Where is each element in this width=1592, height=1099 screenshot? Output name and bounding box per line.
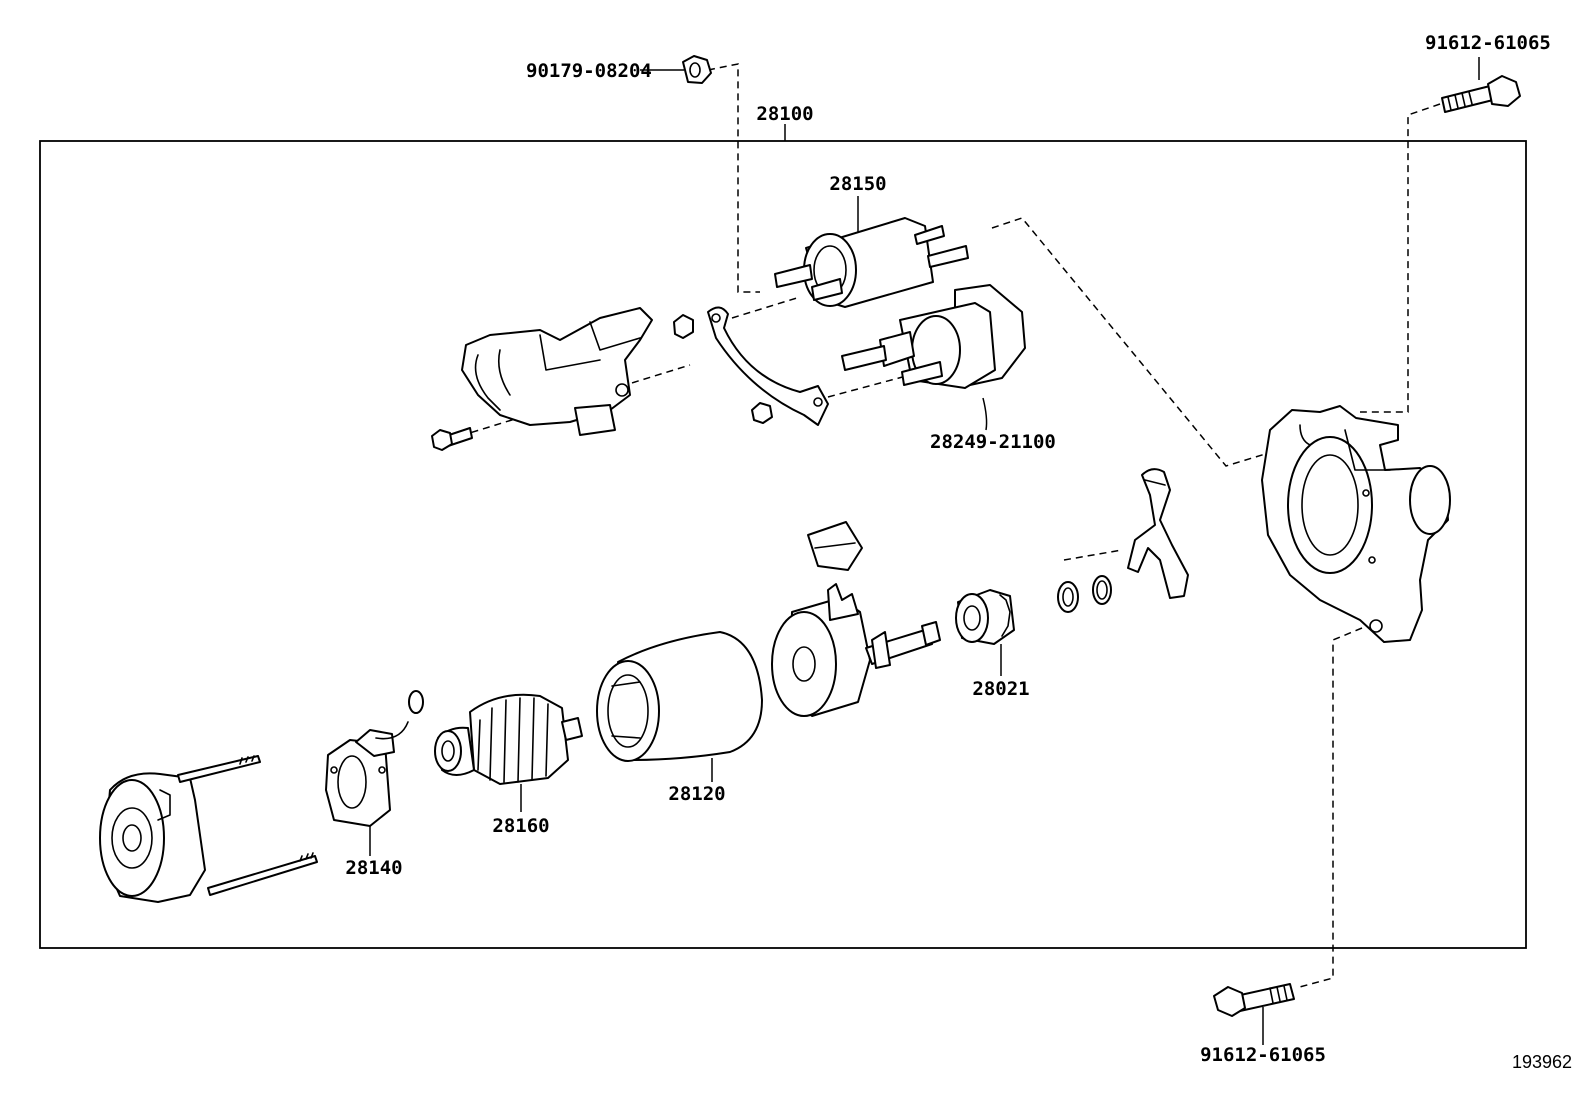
lead-wire-part	[673, 306, 829, 426]
label-brush-holder: 28140	[345, 857, 402, 879]
drive-gear-part	[955, 589, 1015, 676]
brush-bracket-part	[431, 307, 653, 451]
retainer-rings-part	[1057, 575, 1112, 613]
assembly-frame	[39, 140, 1527, 949]
label-bolt-top: 91612-61065	[1425, 32, 1551, 54]
shift-lever-part	[1127, 468, 1189, 599]
label-bolt-bottom: 91612-61065	[1200, 1044, 1326, 1066]
yoke-part	[596, 631, 763, 782]
brush-holder-part	[325, 690, 424, 856]
label-solenoid: 28150	[829, 173, 886, 195]
label-nut-top: 90179-08204	[526, 60, 652, 82]
solenoid-plunger-part	[841, 284, 1026, 431]
solenoid-part	[774, 196, 969, 308]
label-drive-gear: 28021	[972, 678, 1029, 700]
nut-top-part	[640, 55, 712, 84]
label-assembly: 28100	[756, 103, 813, 125]
label-solenoid-plunger: 28249-21100	[930, 431, 1056, 453]
armature-part	[434, 693, 583, 812]
gear-carrier-part	[771, 521, 941, 717]
label-armature: 28160	[492, 815, 549, 837]
bolt-bottom-part	[1213, 983, 1295, 1045]
diagram-ref-number: 193962	[1512, 1052, 1572, 1072]
bolt-top-part	[1441, 57, 1521, 113]
end-frame-part	[99, 755, 318, 903]
label-yoke: 28120	[668, 783, 725, 805]
drive-housing-part	[1261, 405, 1451, 643]
